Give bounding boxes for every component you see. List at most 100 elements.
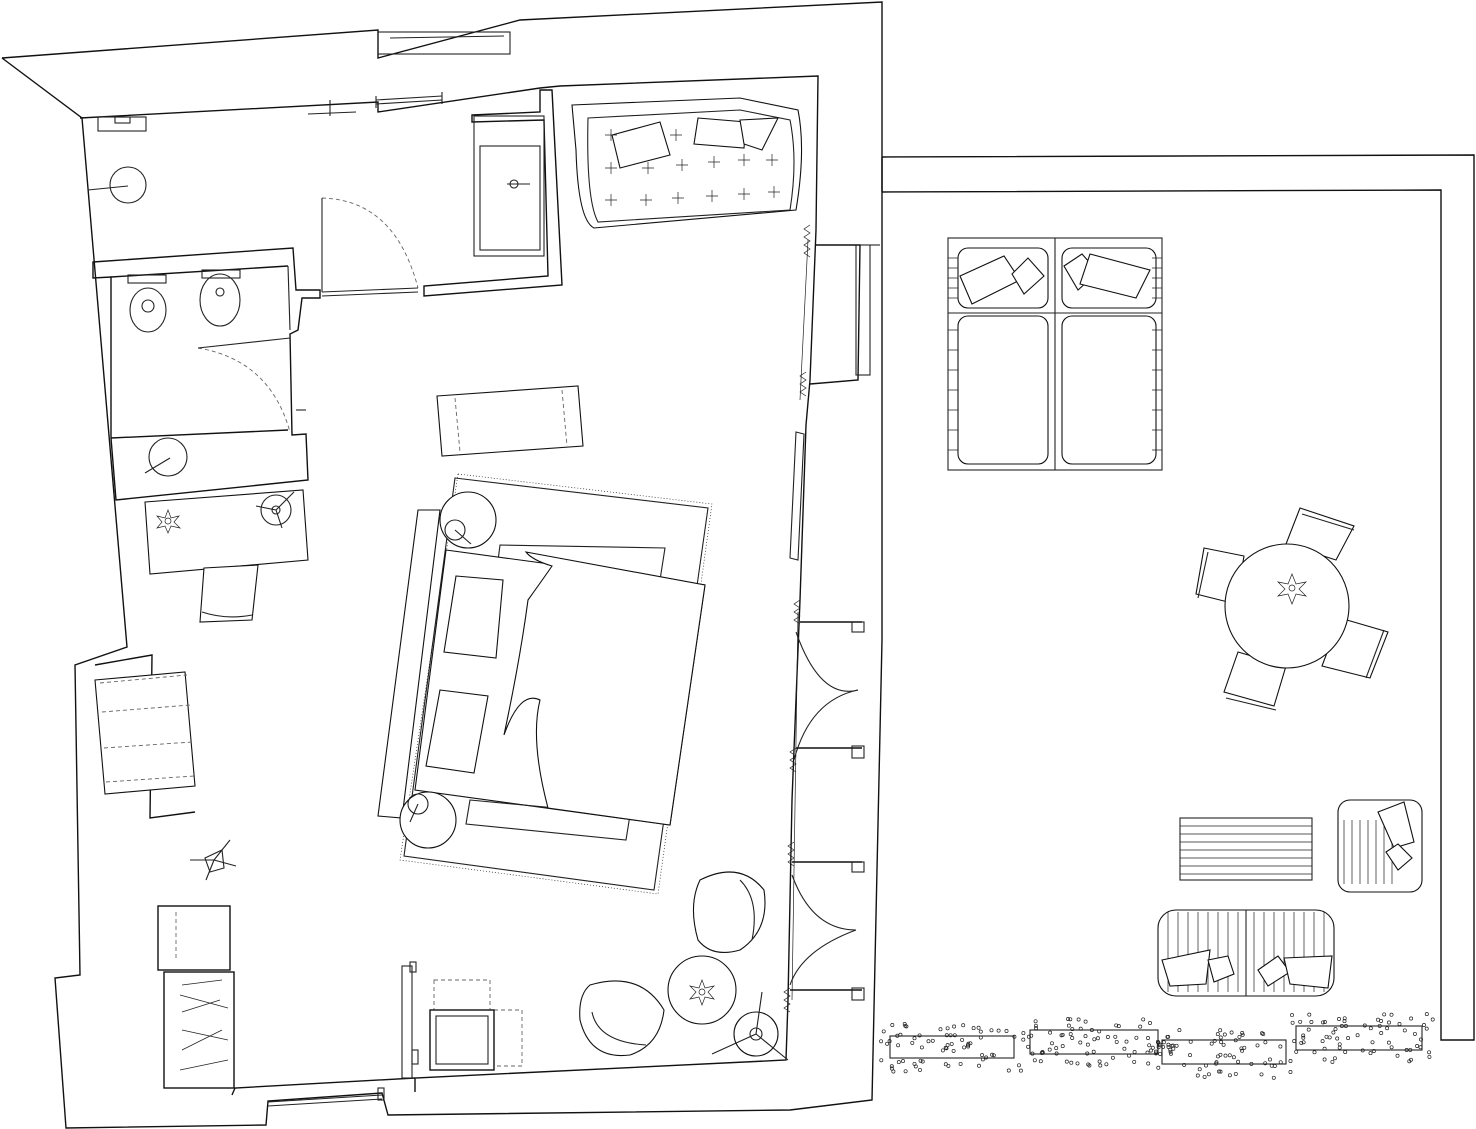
foliage-dot bbox=[926, 1039, 931, 1044]
foliage-dot bbox=[1337, 1042, 1342, 1047]
toilet-icon bbox=[127, 274, 167, 333]
flower-icon bbox=[156, 509, 182, 534]
foliage-dot bbox=[1026, 1044, 1031, 1049]
foliage-dot bbox=[1085, 1051, 1090, 1056]
foliage-dot bbox=[1032, 1058, 1037, 1063]
foliage-dot bbox=[1223, 1053, 1228, 1058]
foliage-dot bbox=[930, 1038, 935, 1043]
foliage-dot bbox=[1342, 1016, 1347, 1021]
foliage-dot bbox=[1219, 1040, 1224, 1045]
foliage-dot bbox=[1263, 1061, 1268, 1066]
terrace-outline bbox=[881, 154, 1475, 1041]
foliage-dot bbox=[1075, 1061, 1080, 1066]
foliage-dot bbox=[1105, 1035, 1110, 1039]
foliage-dot bbox=[968, 1041, 973, 1046]
foliage-dot bbox=[1430, 1017, 1435, 1022]
foliage-dot bbox=[1362, 1023, 1367, 1028]
lamp-icon bbox=[255, 491, 295, 529]
foliage-dot bbox=[1087, 1063, 1092, 1068]
foliage-dot bbox=[1054, 1051, 1059, 1056]
foliage-dot bbox=[1047, 1047, 1052, 1052]
nightstand-lamp-icon bbox=[439, 491, 497, 549]
foliage-dot bbox=[1288, 1070, 1293, 1074]
foliage-dot bbox=[1309, 1020, 1314, 1024]
foliage-dot bbox=[1202, 1074, 1207, 1079]
foliage-dot bbox=[938, 1027, 943, 1032]
foliage-dot bbox=[1048, 1030, 1053, 1035]
basin-icon bbox=[144, 437, 188, 477]
foliage-dot bbox=[952, 1024, 957, 1029]
flower-icon bbox=[1276, 573, 1308, 605]
lounge-chair-icon bbox=[1337, 799, 1423, 893]
foliage-dot bbox=[879, 1058, 884, 1063]
foliage-dot bbox=[1021, 1037, 1026, 1042]
foliage-dot bbox=[903, 1023, 908, 1028]
foliage-dot bbox=[1168, 1047, 1173, 1052]
planters bbox=[879, 1012, 1435, 1080]
foliage-dot bbox=[962, 1045, 967, 1050]
foliage-dot bbox=[1385, 1026, 1390, 1031]
foliage-dot bbox=[1261, 1032, 1266, 1036]
foliage-dot bbox=[1038, 1059, 1043, 1064]
foliage-dot bbox=[885, 1041, 890, 1046]
foliage-dot bbox=[1169, 1051, 1173, 1056]
foliage-dot bbox=[1165, 1034, 1170, 1039]
console bbox=[401, 961, 419, 1079]
foliage-dot bbox=[1402, 1028, 1407, 1033]
side-table-icon bbox=[667, 955, 737, 1025]
foliage-dot bbox=[1217, 1069, 1221, 1074]
foliage-dot bbox=[1214, 1061, 1218, 1066]
foliage-dot bbox=[1294, 1049, 1299, 1054]
foliage-dot bbox=[1221, 1042, 1226, 1047]
foliage-dot bbox=[1134, 1035, 1139, 1040]
foliage-dot bbox=[1333, 1027, 1338, 1032]
foliage-dot bbox=[1113, 1034, 1118, 1039]
foliage-dot bbox=[1320, 1039, 1325, 1044]
foliage-dot bbox=[944, 1033, 949, 1038]
foliage-dot bbox=[1148, 1021, 1152, 1025]
top-window bbox=[375, 31, 511, 108]
foliage-dot bbox=[1156, 1045, 1161, 1050]
foliage-dot bbox=[1166, 1042, 1171, 1047]
foliage-dot bbox=[912, 1061, 917, 1066]
foliage-dot bbox=[1033, 1023, 1038, 1028]
foliage-dot bbox=[1335, 1036, 1340, 1041]
foliage-dot bbox=[1089, 1028, 1094, 1032]
foliage-dot bbox=[1278, 1060, 1283, 1065]
foliage-dot bbox=[1097, 1059, 1102, 1064]
foliage-dot bbox=[1154, 1051, 1158, 1056]
foliage-dot bbox=[1097, 1029, 1102, 1034]
foliage-dot bbox=[1301, 1035, 1306, 1040]
foliage-dot bbox=[1076, 1017, 1081, 1022]
foliage-dot bbox=[951, 1048, 956, 1053]
foliage-dot bbox=[1146, 1036, 1150, 1040]
foliage-dot bbox=[1376, 1017, 1380, 1022]
foliage-dot bbox=[971, 1026, 976, 1031]
foliage-dot bbox=[1141, 1017, 1146, 1022]
foliage-dot bbox=[946, 1063, 951, 1068]
foliage-dot bbox=[1154, 1049, 1158, 1054]
foliage-dot bbox=[902, 1022, 907, 1026]
armchair-icon bbox=[692, 871, 766, 953]
foliage-dot bbox=[1343, 1024, 1348, 1028]
foliage-dot bbox=[1321, 1020, 1325, 1025]
foliage-dot bbox=[1161, 1040, 1166, 1045]
foliage-dot bbox=[1236, 1059, 1241, 1064]
foliage-dot bbox=[1085, 1042, 1090, 1047]
foliage-dot bbox=[990, 1052, 995, 1057]
bidet-icon bbox=[199, 269, 241, 327]
foliage-dot bbox=[940, 1048, 945, 1053]
foliage-dot bbox=[961, 1023, 966, 1028]
foliage-dot bbox=[1132, 1050, 1137, 1054]
foliage-dot bbox=[1415, 1044, 1420, 1048]
curtains bbox=[783, 224, 811, 1013]
foliage-dot bbox=[919, 1045, 924, 1050]
foliage-dot bbox=[896, 1043, 901, 1048]
foliage-dot bbox=[1127, 1053, 1132, 1058]
foliage-dot bbox=[1004, 1029, 1009, 1033]
foliage-dot bbox=[1237, 1034, 1242, 1039]
foliage-dot bbox=[1339, 1024, 1344, 1028]
foliage-dot bbox=[1322, 1020, 1327, 1024]
nightstand-lamp-icon bbox=[399, 791, 457, 849]
building-outer-walls bbox=[1, 1, 883, 1129]
